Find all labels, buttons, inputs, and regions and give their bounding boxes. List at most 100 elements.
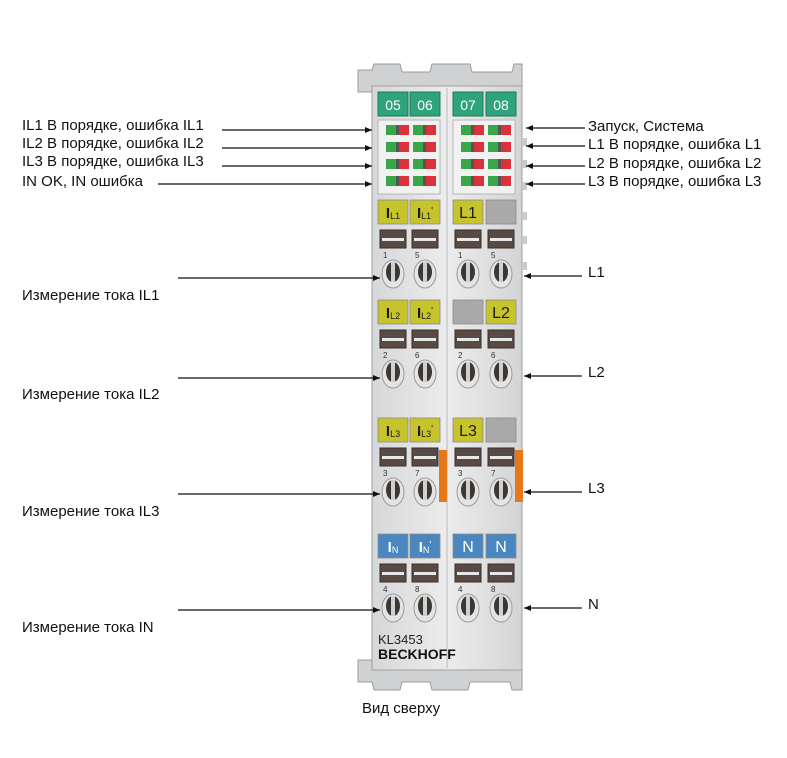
led-separator — [471, 125, 474, 135]
terminal-label-plate — [452, 299, 484, 325]
spring-slot — [490, 572, 512, 575]
spring-slot — [457, 338, 479, 341]
contact-pin — [499, 362, 503, 382]
label-term-l1: L1 — [588, 264, 605, 281]
contact-pin — [391, 596, 395, 616]
channel-number: 06 — [417, 97, 433, 113]
contact-pin — [391, 480, 395, 500]
channel-number: 05 — [385, 97, 401, 113]
label-led1-left: IL1 В порядке, ошибка IL1 — [22, 117, 204, 134]
side-contacts — [522, 138, 527, 270]
channel-header-06 — [409, 91, 441, 117]
terminal-label-plate — [485, 299, 517, 325]
channel-number: 08 — [493, 97, 509, 113]
contact-number: 4 — [383, 585, 388, 594]
spring-slot — [457, 456, 479, 459]
led-separator — [396, 125, 399, 135]
led-green — [461, 176, 471, 186]
contact-pin — [499, 480, 503, 500]
leader-lines-right — [524, 125, 585, 611]
led-red — [474, 125, 484, 135]
spring-slot — [382, 456, 404, 459]
caption: Вид сверху — [362, 700, 441, 717]
terminal-label: IL2 — [386, 305, 400, 322]
contact-pin — [423, 362, 427, 382]
led-separator — [396, 176, 399, 186]
terminal-label-plate — [485, 199, 517, 225]
terminal-label: L2 — [492, 305, 510, 322]
terminal-label-plate — [452, 533, 484, 559]
contact-pin — [499, 262, 503, 282]
led-red — [399, 159, 409, 169]
led-red — [399, 142, 409, 152]
terminal-label: IL1' — [417, 205, 433, 222]
contact-number: 5 — [415, 251, 420, 260]
led-separator — [471, 142, 474, 152]
spring-slot — [414, 572, 436, 575]
contact-pin — [466, 362, 470, 382]
led-green — [413, 159, 423, 169]
contact-pin — [466, 596, 470, 616]
terminal-label: L3 — [459, 423, 477, 440]
contact-pin — [423, 596, 427, 616]
led-green — [413, 142, 423, 152]
terminal-label: IL3' — [417, 423, 433, 440]
spring-slot — [414, 456, 436, 459]
led-separator — [471, 159, 474, 169]
led-red — [426, 142, 436, 152]
terminal-label: L1 — [459, 205, 477, 222]
contact-number: 1 — [383, 251, 388, 260]
led-red — [501, 142, 511, 152]
led-red — [426, 125, 436, 135]
terminal-label: N — [495, 539, 507, 556]
contact-pin — [391, 262, 395, 282]
terminal-label-plate — [409, 199, 441, 225]
led-separator — [396, 142, 399, 152]
label-term-l3: L3 — [588, 480, 605, 497]
label-led4-left: IN OK, IN ошибка — [22, 173, 143, 190]
terminal-label-plate — [452, 199, 484, 225]
led-red — [501, 125, 511, 135]
terminal-label-plate — [377, 533, 409, 559]
led-separator — [498, 142, 501, 152]
led-red — [426, 159, 436, 169]
spring-slot — [457, 238, 479, 241]
led-green — [488, 159, 498, 169]
label-led3-right: L2 В порядке, ошибка L2 — [588, 155, 762, 172]
spring-slot — [382, 238, 404, 241]
contact-number: 4 — [458, 585, 463, 594]
led-green — [488, 125, 498, 135]
brand-label: BECKHOFF — [378, 646, 456, 662]
led-red — [474, 159, 484, 169]
contact-number: 8 — [491, 585, 496, 594]
orange-marker-left — [439, 450, 447, 502]
led-separator — [423, 176, 426, 186]
terminal-label: IN' — [419, 539, 432, 556]
terminal-label-plate — [377, 417, 409, 443]
led-green — [386, 176, 396, 186]
label-meas4: Измерение тока IN — [22, 619, 154, 636]
spring-slot — [490, 456, 512, 459]
led-red — [474, 142, 484, 152]
spring-slot — [457, 572, 479, 575]
contact-pin — [466, 262, 470, 282]
led-separator — [498, 176, 501, 186]
led-red — [399, 176, 409, 186]
led-separator — [423, 142, 426, 152]
led-separator — [396, 159, 399, 169]
contact-number: 3 — [458, 469, 463, 478]
label-meas1: Измерение тока IL1 — [22, 287, 160, 304]
terminal-label-plate — [377, 299, 409, 325]
led-block — [377, 119, 516, 195]
model-label: KL3453 — [378, 632, 423, 647]
terminal-label-plate — [485, 533, 517, 559]
led-green — [413, 176, 423, 186]
led-green — [386, 142, 396, 152]
spring-slot — [490, 338, 512, 341]
led-separator — [423, 125, 426, 135]
orange-marker-right — [515, 450, 523, 502]
contact-pin — [423, 262, 427, 282]
